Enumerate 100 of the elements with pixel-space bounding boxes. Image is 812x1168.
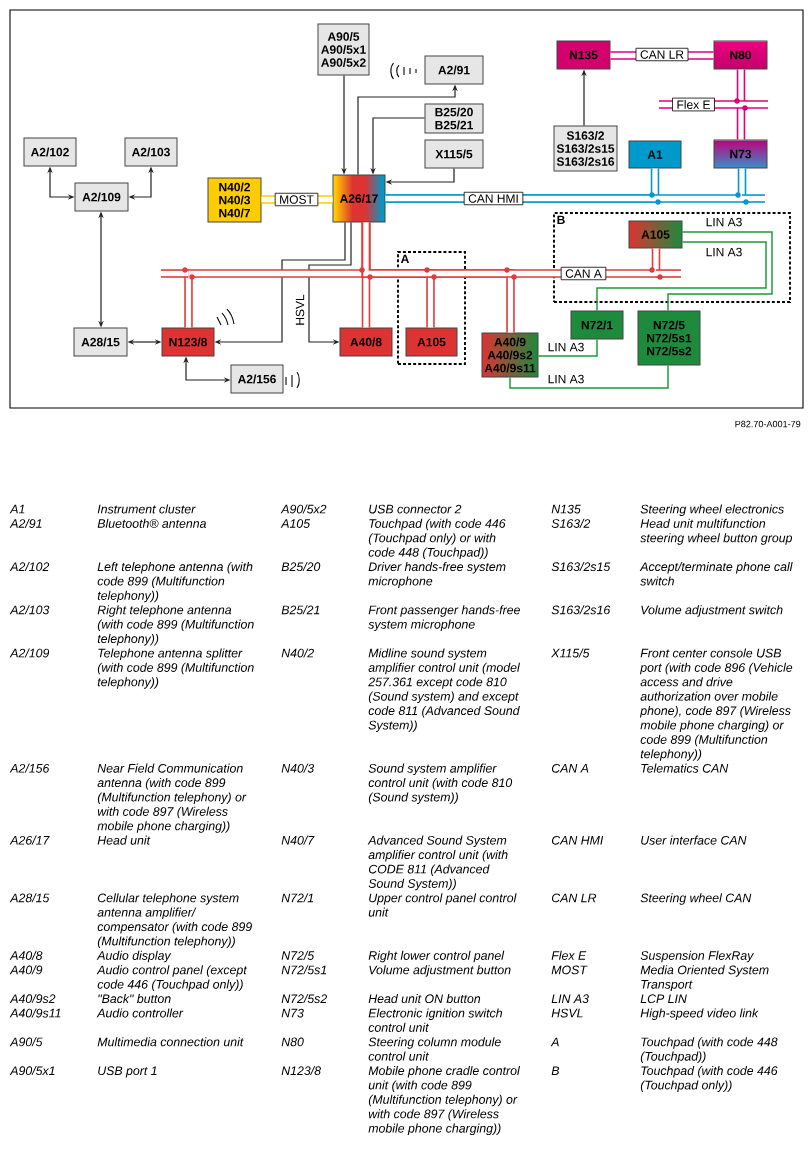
designation-text: A40/9 <box>9 965 43 975</box>
designation-text: N80 <box>281 1037 304 1047</box>
description-text: Upper control panel control unit <box>368 893 517 917</box>
component-box: A40/8 <box>339 327 393 357</box>
designation-text: LIN A3 <box>551 994 589 1004</box>
designation-text: A28/15 <box>9 893 50 903</box>
description-text: LCP LIN <box>640 994 687 1004</box>
component-box: N72/5 N72/5s1 N72/5s2 <box>637 310 701 366</box>
description-text: Volume adjustment button <box>369 965 511 977</box>
description-text: Bluetooth® antenna <box>97 518 207 528</box>
component-box: B25/20 B25/21 <box>424 103 484 134</box>
component-box: A105 <box>628 220 683 249</box>
component-box: N135 <box>556 40 611 70</box>
description-text: Cellular telephone system antenna amplifier/ compensator (with code 899 (Multifunction telephony)) <box>97 893 252 948</box>
designation-text: CAN HMI <box>551 835 604 845</box>
designation-text: N135 <box>551 504 581 514</box>
designation-text: S163/2 <box>551 518 591 528</box>
component-box: A2/156 <box>230 364 284 394</box>
description-text: Sound system amplifier control unit (with code 810 (Sound system)) <box>368 763 513 804</box>
component-box: A2/103 <box>124 137 178 167</box>
description-text: Audio control panel (except code 446 (Touchpad only)) <box>96 965 248 992</box>
description-text: Steering wheel electronics <box>640 504 784 516</box>
component-box: A105 <box>405 327 458 357</box>
designation-text: S163/2s15 <box>551 562 611 572</box>
designation-text: A1 <box>9 504 25 514</box>
edge-label: Flex E <box>672 97 715 112</box>
component-box: A90/5 A90/5x1 A90/5x2 <box>317 23 370 76</box>
description-text: Head unit <box>97 835 151 845</box>
connection-line <box>537 338 598 357</box>
edge-label: LIN A3 <box>704 246 744 258</box>
component-box: S163/2 S163/2s15 S163/2s16 <box>553 125 618 172</box>
component-box: A2/109 <box>74 182 129 212</box>
designation-text: N40/7 <box>281 835 315 845</box>
bus-line <box>361 222 661 278</box>
description-text: Driver hands-free system microphone <box>368 562 506 588</box>
description-text: Right telephone antenna (with code 899 (Multifunction telephony)) <box>97 605 254 646</box>
description-text: Multimedia connection unit <box>97 1037 244 1047</box>
designation-text: A90/5 <box>9 1037 43 1047</box>
edge-label: LIN A3 <box>704 216 744 228</box>
edge-label: MOST <box>274 192 319 207</box>
designation-text: A40/9s2 <box>9 994 56 1004</box>
description-text: Mobile phone cradle control unit (with code 899 (Multifunction telephony) or with code 897 (Wireless mobile phone charging)) <box>368 1066 520 1136</box>
designation-text: S163/2s16 <box>551 605 611 615</box>
edge-label: CAN LR <box>635 47 689 62</box>
description-text: Electronic ignition switch control unit <box>368 1008 502 1032</box>
designation-text: A2/102 <box>9 562 50 572</box>
connection-line <box>667 231 773 312</box>
designation-text: CAN LR <box>551 893 597 903</box>
designation-text: A40/8 <box>9 950 43 960</box>
designation-text: B <box>551 1066 560 1075</box>
description-text: Suspension FlexRay <box>640 950 754 963</box>
designation-text: HSVL <box>551 1008 583 1018</box>
component-box: N40/2 N40/3 N40/7 <box>207 177 262 223</box>
description-text: Left telephone antenna (with code 899 (Multifunction telephony)) <box>97 562 253 603</box>
description-text: Advanced Sound System amplifier control unit (with CODE 811 (Advanced Sound System)) <box>367 835 508 891</box>
designation-text: N40/2 <box>281 648 314 658</box>
designation-text: A2/109 <box>9 648 50 658</box>
component-box: N80 <box>713 40 768 70</box>
description-text: Touchpad (with code 446 (Touchpad only)) <box>640 1066 778 1092</box>
designation-text: N72/5s1 <box>281 965 327 975</box>
designation-text: A2/103 <box>9 605 50 615</box>
component-box: A1 <box>628 140 682 169</box>
description-text: Midline sound system amplifier control unit (model 257.361 except code 810 (Sound system) and except code 811 (Advanced Sound System)) <box>368 648 520 732</box>
component-box: A2/91 <box>424 55 484 85</box>
designation-text: A105 <box>280 519 311 528</box>
edge-label: LIN A3 <box>546 341 586 353</box>
designation-text: A2/91 <box>9 518 42 528</box>
description-text: USB port 1 <box>98 1066 157 1078</box>
designation-text: MOST <box>551 965 588 975</box>
designation-text: A2/156 <box>9 763 50 773</box>
description-text: High-speed video link <box>640 1008 759 1020</box>
component-box: N72/1 <box>570 310 624 340</box>
designation-text: Flex E <box>551 950 587 960</box>
description-text: Touchpad (with code 448 (Touchpad)) <box>640 1037 778 1064</box>
description-text: Right lower control panel <box>368 950 505 963</box>
designation-text: N73 <box>281 1008 304 1018</box>
designation-text: N72/5s2 <box>281 994 327 1004</box>
designation-text: CAN A <box>551 763 589 773</box>
description-text: "Back" button <box>98 994 171 1004</box>
description-text: Steering wheel CAN <box>640 893 752 905</box>
description-text: Volume adjustment switch <box>641 605 783 617</box>
connection-line <box>596 241 767 312</box>
description-text: Media Oriented System Transport <box>640 965 769 992</box>
designation-text: N72/1 <box>281 893 314 903</box>
designation-text: A <box>550 1037 559 1047</box>
description-text: Head unit ON button <box>368 994 481 1004</box>
designation-text: N40/3 <box>281 763 315 773</box>
description-text: Front passenger hands-free system microphone <box>368 605 520 632</box>
description-text: Telematics CAN <box>641 763 729 773</box>
designation-text: A90/5x2 <box>280 504 327 514</box>
edge-label: LIN A3 <box>546 373 586 385</box>
designation-text: N72/5 <box>281 950 315 960</box>
description-text: Front center console USB port (with code 896 (Vehicle access and drive authorization over mobile phone), code 897 (Wireless mobile phone charging) or code 899 (Multifunction telephony)) <box>639 648 793 761</box>
description-text: Instrument cluster <box>97 504 196 514</box>
designation-text: B25/20 <box>281 562 321 572</box>
connection-line <box>509 364 669 389</box>
component-box: X115/5 <box>424 139 484 169</box>
designation-text: B25/21 <box>281 605 320 615</box>
description-text: Near Field Communication antenna (with code 899 (Multifunction telephony) or with code 897 (Wireless mobile phone charging)) <box>97 763 247 833</box>
designation-text: A90/5x1 <box>9 1066 55 1076</box>
